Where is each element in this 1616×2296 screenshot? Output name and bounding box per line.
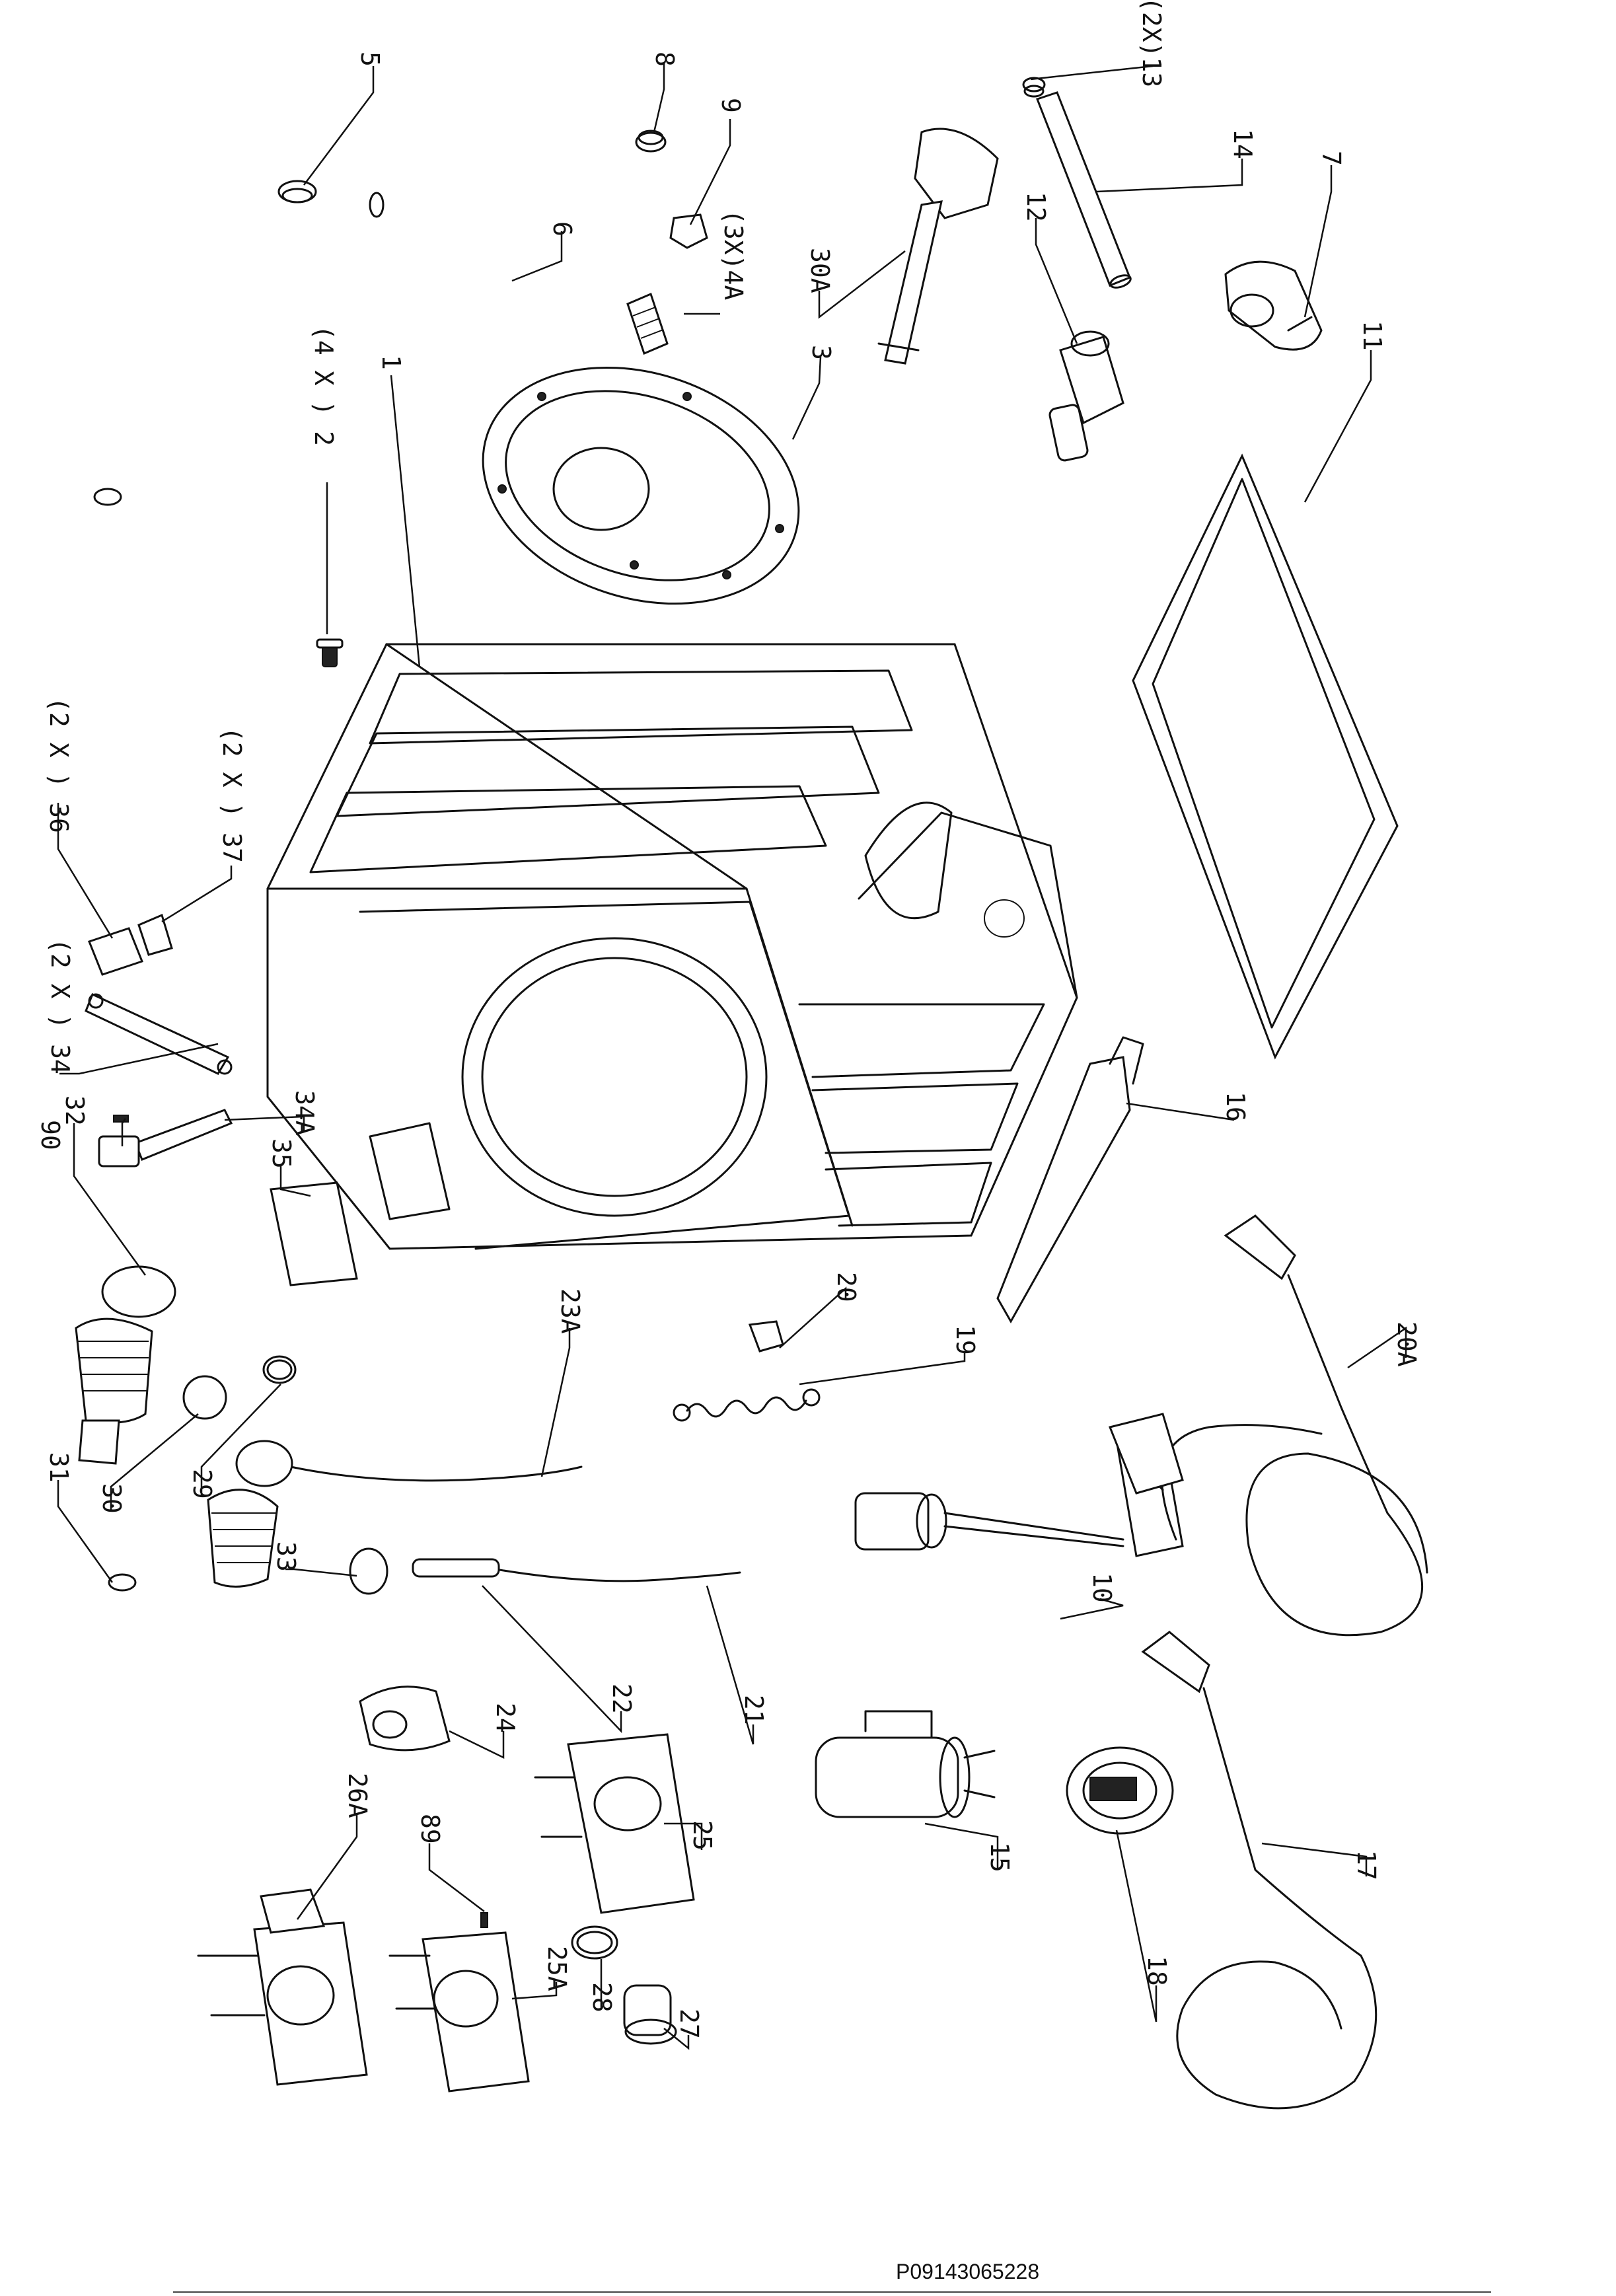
clamp-part-5 (277, 180, 317, 204)
callout-1: 1 (377, 355, 406, 370)
callout-36: (2 X ) 36 (44, 697, 73, 833)
callout-3: 3 (807, 345, 836, 360)
callout-4a: (3X)4A (719, 209, 748, 300)
dispenser-part-25 (534, 1733, 695, 1914)
gasket-plate-part-3 (482, 366, 800, 605)
callout-6: 6 (548, 221, 577, 237)
shock-absorber-part-30a (877, 128, 999, 365)
ring-part-28 (571, 1925, 618, 1960)
callout-5: 5 (355, 52, 385, 67)
callout-11: 11 (1358, 320, 1387, 351)
callout-25a: 25A (542, 1946, 571, 1991)
callout-23a: 23A (556, 1288, 585, 1334)
callout-33: 33 (272, 1541, 301, 1572)
callout-32: 32 (60, 1095, 89, 1126)
callout-19: 19 (951, 1325, 980, 1355)
callout-22: 22 (607, 1684, 636, 1714)
footer-rule (173, 2291, 1491, 2293)
callout-18: 18 (1142, 1956, 1171, 1986)
callout-14: 14 (1228, 129, 1257, 159)
filter-plug-part-27 (623, 1984, 677, 2045)
callout-13: (2X)13 (1137, 0, 1166, 87)
frame-part-11 (1132, 453, 1399, 1060)
clamp-part-33 (349, 1547, 388, 1595)
bolt-part-4a (626, 292, 669, 355)
hose-part-22 (412, 1558, 500, 1578)
spring-part-19 (673, 1388, 821, 1422)
bolt-part-37 (137, 913, 173, 956)
damper-part-34 (85, 992, 233, 1075)
callout-28: 28 (587, 1982, 616, 2013)
callout-37: (2 X ) 37 (217, 727, 246, 863)
power-cord-part-17 (1141, 1631, 1377, 2110)
callout-31: 31 (44, 1452, 73, 1483)
clip-part-31 (108, 1573, 137, 1592)
cover-cap-part-7 (1224, 260, 1323, 351)
callout-29: 29 (188, 1469, 217, 1499)
callout-25: 25 (688, 1820, 717, 1851)
callout-30a: 30A (805, 248, 834, 293)
callout-20a: 20A (1392, 1321, 1421, 1367)
tube-part-14 (1036, 91, 1132, 289)
callout-21: 21 (739, 1695, 768, 1725)
callout-30: 30 (97, 1483, 126, 1514)
clip-part-20 (748, 1320, 784, 1352)
screw-part-2 (316, 638, 344, 667)
cabinet-part-1 (266, 643, 1078, 1250)
ring-part-29 (262, 1355, 297, 1384)
capacitor-part-15 (815, 1710, 996, 1818)
callout-27: 27 (675, 2009, 704, 2039)
callout-35: 35 (267, 1138, 296, 1169)
callout-16: 16 (1221, 1092, 1250, 1122)
callout-8: 8 (650, 52, 679, 67)
hose-part-21 (494, 1568, 741, 1582)
document-code: P09143065228 (896, 2260, 1040, 2283)
pressure-switch-part-18 (1066, 1746, 1174, 1835)
callout-10: 10 (1087, 1573, 1117, 1603)
panel-part-35 (270, 1181, 358, 1286)
callout-34a: 34A (290, 1090, 319, 1136)
clip-part-8 (635, 130, 667, 153)
callout-24: 24 (491, 1703, 520, 1733)
mains-cable-part-20a (1108, 1214, 1428, 1637)
ball-part-30 (182, 1375, 227, 1420)
callout-12: 12 (1021, 192, 1050, 222)
leader-lines (57, 63, 1407, 2050)
bracket-part-36 (88, 927, 143, 976)
sensor-part-24 (359, 1685, 451, 1752)
callout-90: 90 (36, 1120, 65, 1150)
callout-2: (4 X ) 2 (309, 325, 338, 446)
callout-9: 9 (716, 98, 745, 113)
valve-part-12 (1048, 330, 1124, 462)
hose-part-6 (93, 188, 647, 512)
callout-7: 7 (1317, 151, 1346, 166)
callout-26a: 26A (343, 1773, 372, 1818)
dispenser-part-26a (197, 1888, 368, 2086)
pin-part-89 (480, 1912, 488, 1928)
callout-20: 20 (832, 1272, 861, 1302)
clip-part-9 (669, 213, 708, 249)
callout-labels: 1 (4 X ) 2 3 (3X)4A 5 6 7 8 9 10 11 12 (… (36, 0, 1421, 2039)
sump-hose-23a (207, 1440, 293, 1588)
sump-hose-part-32 (75, 1265, 176, 1465)
callout-34: (2 X ) 34 (46, 938, 75, 1074)
bracket-part-16 (996, 1036, 1144, 1324)
clamp-part-13 (1022, 77, 1046, 98)
dispenser-part-25a (388, 1931, 530, 2092)
hose-part-23a (289, 1465, 583, 1482)
callout-89: 89 (416, 1814, 445, 1844)
pin-part-90 (113, 1115, 129, 1123)
callout-15: 15 (985, 1842, 1014, 1872)
callout-17: 17 (1352, 1850, 1381, 1880)
damper-part-34a (98, 1109, 233, 1167)
